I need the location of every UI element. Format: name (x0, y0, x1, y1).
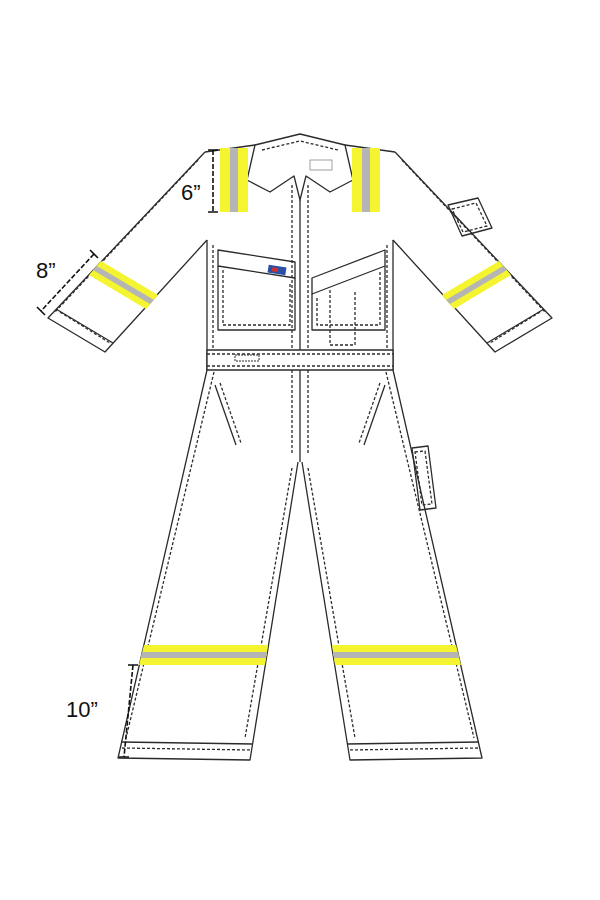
dimension-label: 6” (181, 180, 201, 205)
dimension-label: 10” (66, 697, 98, 722)
dimension-label: 8” (36, 258, 56, 283)
